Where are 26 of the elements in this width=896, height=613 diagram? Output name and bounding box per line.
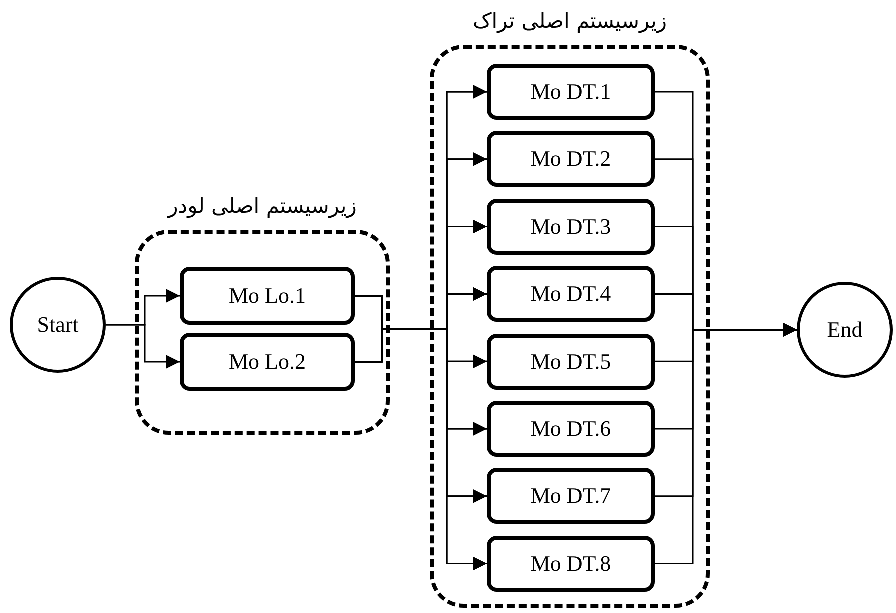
process-box: [487, 198, 655, 255]
box-label: Mo DT.6: [530, 416, 612, 442]
process-box: [487, 401, 655, 457]
terminal-label: Start: [37, 312, 79, 338]
box-label: Mo Lo.1: [229, 283, 306, 309]
box-label: Mo DT.7: [530, 483, 612, 510]
process-box: [487, 266, 655, 322]
group-heading: زیرسیستم اصلی تراک: [472, 9, 668, 33]
process-box: [487, 131, 655, 188]
process-box: [487, 64, 655, 120]
process-box: [487, 536, 655, 592]
arrow: [106, 324, 180, 369]
process-box: [180, 333, 355, 391]
arrow: [655, 323, 797, 565]
terminal-label: End: [827, 317, 863, 343]
box-label: Mo DT.3: [530, 214, 612, 240]
box-label: Mo DT.4: [530, 281, 612, 308]
box-label: Mo DT.8: [530, 550, 612, 577]
box-label: Mo DT.2: [530, 146, 612, 172]
process-box: [487, 468, 655, 524]
box-label: Mo DT.5: [530, 348, 612, 375]
process-box: [180, 267, 355, 325]
process-box: [487, 334, 655, 390]
group-heading: زیرسیستم اصلی لودر: [166, 194, 358, 218]
box-label: Mo DT.1: [530, 79, 612, 105]
box-label: Mo Lo.2: [229, 349, 306, 375]
